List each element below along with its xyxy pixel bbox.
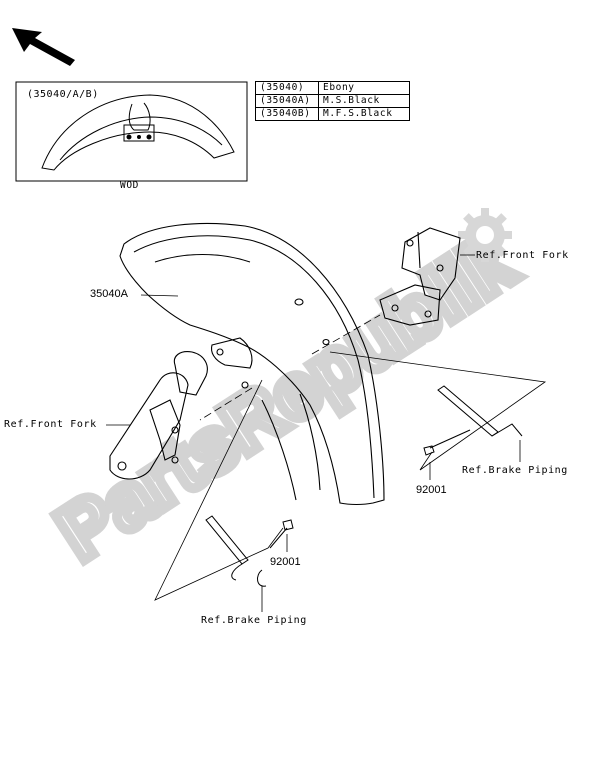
- right-fork-bracket: [379, 227, 461, 326]
- ref-front-fork-right[interactable]: Ref.Front Fork: [476, 250, 569, 261]
- left-fork-leg: [109, 351, 208, 480]
- legend-code: (35040A): [255, 94, 319, 108]
- inset-fender-drawing: [41, 94, 235, 171]
- bolt-92001-bottom: [269, 519, 294, 549]
- legend-color: M.S.Black: [318, 94, 410, 108]
- brake-piping-clamp-bottom: [205, 515, 267, 587]
- legend-color: M.F.S.Black: [318, 107, 410, 121]
- inset-variant-label: (35040/A/B): [27, 89, 99, 100]
- leader-lines: [106, 254, 521, 612]
- gear-icon: [458, 208, 512, 262]
- legend-row: (35040A) M.S.Black: [255, 94, 410, 108]
- part-number-bolt-right[interactable]: 92001: [416, 484, 447, 496]
- legend-row: (35040B) M.F.S.Black: [255, 107, 410, 121]
- ref-front-fork-left[interactable]: Ref.Front Fork: [4, 419, 97, 430]
- part-number-bolt-bottom[interactable]: 92001: [270, 556, 301, 568]
- legend-code: (35040): [255, 81, 319, 95]
- color-legend-table: (35040) Ebony (35040A) M.S.Black (35040B…: [255, 81, 410, 121]
- assembly-lines: [154, 314, 547, 601]
- direction-arrow-icon: [12, 28, 75, 66]
- ref-brake-piping-right[interactable]: Ref.Brake Piping: [462, 465, 568, 476]
- legend-row: (35040) Ebony: [255, 81, 410, 95]
- brake-piping-clamp-right: [437, 385, 523, 437]
- legend-code: (35040B): [255, 107, 319, 121]
- bolt-92001-right: [423, 429, 471, 456]
- front-fender: [119, 222, 385, 506]
- inset-frame: [15, 81, 248, 182]
- inset-caption: WOD: [120, 180, 139, 191]
- ref-brake-piping-bottom[interactable]: Ref.Brake Piping: [201, 615, 307, 626]
- legend-color: Ebony: [318, 81, 410, 95]
- part-number-fender[interactable]: 35040A: [90, 288, 128, 300]
